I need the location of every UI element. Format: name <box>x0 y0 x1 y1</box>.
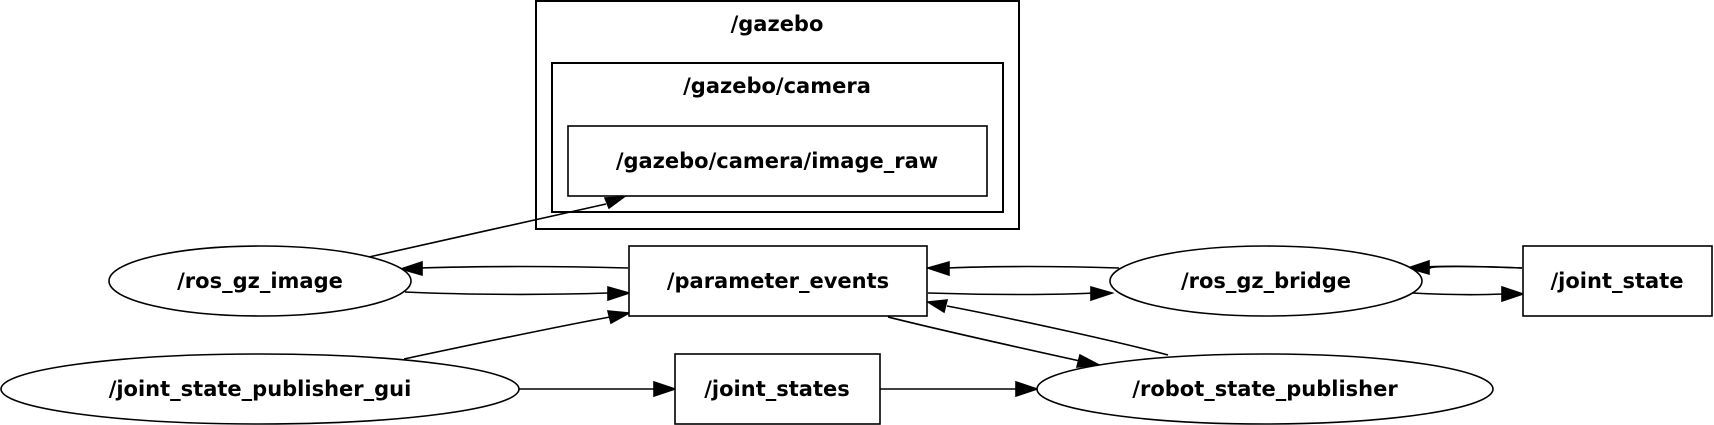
cluster-gazebo-camera-label: /gazebo/camera <box>683 74 871 98</box>
arrowhead <box>1405 259 1430 276</box>
arrowhead <box>606 310 632 325</box>
node-ros-gz-bridge-label: /ros_gz_bridge <box>1181 269 1351 293</box>
arrowhead <box>653 380 678 398</box>
edge-jsp-gui-to-parameter-events <box>403 316 611 360</box>
node-joint-state-publisher-gui-label: /joint_state_publisher_gui <box>109 377 412 401</box>
arrowhead <box>398 260 423 277</box>
arrowhead <box>1015 380 1040 398</box>
edge-joint-state-to-ros-gz-bridge-line <box>1426 265 1523 269</box>
arrowhead <box>1090 285 1115 302</box>
arrowhead <box>607 285 632 302</box>
node-parameter-events-label: /parameter_events <box>667 269 889 293</box>
node-ros-gz-image[interactable]: /ros_gz_image <box>108 245 412 317</box>
edge-parameter-events-to-robot-state-publisher <box>887 316 1081 362</box>
node-robot-state-publisher[interactable]: /robot_state_publisher <box>1036 353 1494 425</box>
node-joint-state-publisher-gui[interactable]: /joint_state_publisher_gui <box>0 353 520 425</box>
arrowhead <box>1501 285 1526 303</box>
node-joint-state-label: /joint_state <box>1551 269 1684 293</box>
edge-ros-gz-image-to-image-raw <box>368 203 607 258</box>
edge-ros-gz-bridge-to-parameter-events <box>947 265 1120 269</box>
node-ros-gz-image-label: /ros_gz_image <box>177 269 343 293</box>
edge-ros-gz-image-to-parameter-events <box>404 291 609 296</box>
node-robot-state-publisher-label: /robot_state_publisher <box>1132 377 1398 401</box>
edge-parameter-events-to-ros-gz-image <box>419 265 629 269</box>
edges <box>368 196 1526 398</box>
arrowhead <box>925 260 950 277</box>
node-parameter-events[interactable]: /parameter_events <box>628 245 928 317</box>
arrowhead <box>1075 353 1102 368</box>
node-image-raw[interactable]: /gazebo/camera/image_raw <box>567 125 988 197</box>
edge-ros-gz-bridge-to-joint-state <box>1411 292 1504 296</box>
arrowhead <box>603 196 627 210</box>
edge-robot-state-publisher-to-parameter-events <box>946 305 1169 356</box>
node-ros-gz-bridge[interactable]: /ros_gz_bridge <box>1109 245 1423 317</box>
cluster-gazebo-label: /gazebo <box>731 12 824 36</box>
arrowhead <box>925 299 949 314</box>
edge-parameter-events-to-ros-gz-bridge <box>927 292 1094 296</box>
node-joint-state[interactable]: /joint_state <box>1522 245 1713 317</box>
node-joint-states-label: /joint_states <box>704 377 849 401</box>
node-image-raw-label: /gazebo/camera/image_raw <box>616 149 938 173</box>
node-joint-states[interactable]: /joint_states <box>674 353 881 425</box>
